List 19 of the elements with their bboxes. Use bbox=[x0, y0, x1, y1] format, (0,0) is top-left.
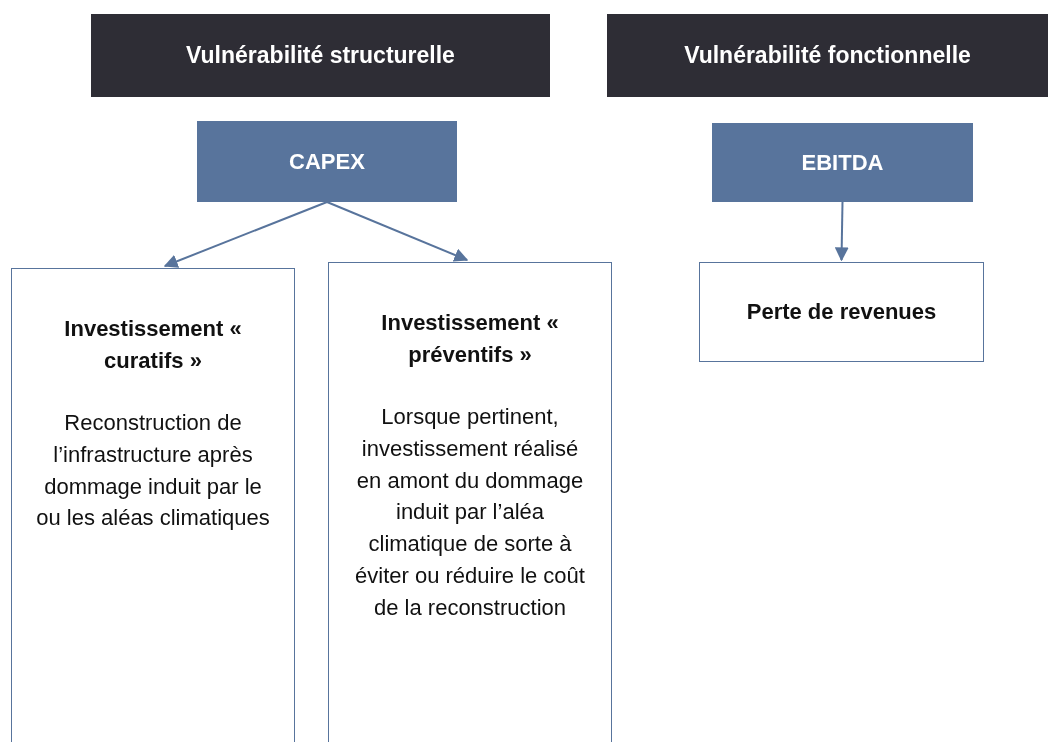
box-description: Reconstruction de l’infrastructure après dommage induit par le ou les aléas climatiques bbox=[35, 408, 271, 533]
box-title: Investissement « préventifs » bbox=[380, 309, 560, 369]
metric-box bbox=[197, 121, 457, 202]
box-description: Lorsque pertinent, investissement réalisé en amont du dommage induit par l’aléa climatique de sorte à éviter ou réduire le coût de la reconstruction bbox=[354, 402, 586, 623]
box-title: Perte de revenues bbox=[745, 298, 938, 327]
description-box bbox=[11, 268, 295, 742]
metric-box bbox=[712, 123, 973, 202]
box-title: Vulnérabilité fonctionnelle bbox=[683, 40, 972, 70]
description-box bbox=[328, 262, 612, 742]
box-title: EBITDA bbox=[800, 148, 885, 177]
arrow bbox=[326, 201, 469, 262]
result-box bbox=[699, 262, 984, 362]
box-title: Vulnérabilité structurelle bbox=[185, 40, 456, 70]
arrow bbox=[834, 201, 849, 262]
header-box bbox=[607, 14, 1048, 97]
arrow bbox=[163, 201, 328, 268]
box-title: Investissement « curatifs » bbox=[63, 315, 243, 375]
box-title: CAPEX bbox=[288, 147, 366, 176]
header-box bbox=[91, 14, 550, 97]
